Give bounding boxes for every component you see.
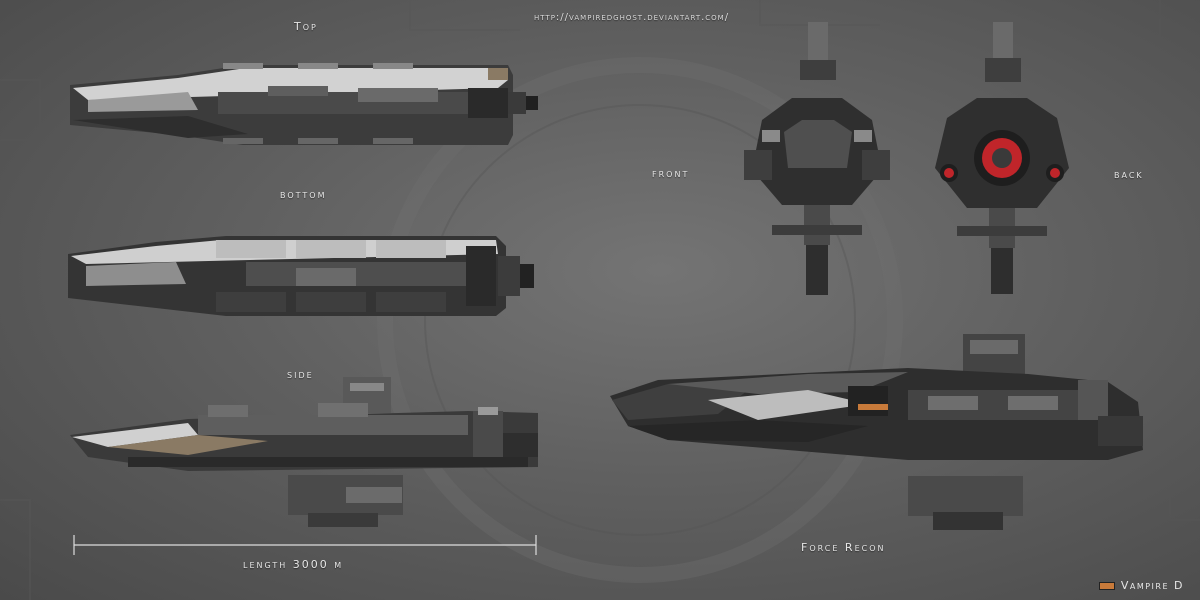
author-signature: Vampire D bbox=[1098, 579, 1184, 592]
ship-bottom-view bbox=[68, 236, 534, 316]
ship-perspective-view bbox=[610, 334, 1143, 530]
ship-front-view bbox=[744, 22, 890, 295]
label-ship-name: Force Recon bbox=[801, 541, 886, 554]
label-top-view: Top bbox=[294, 20, 318, 33]
author-name: Vampire D bbox=[1120, 579, 1184, 592]
ship-top-view bbox=[70, 63, 538, 145]
length-label: length 3000 m bbox=[243, 558, 344, 571]
label-bottom-view: bottom bbox=[280, 188, 327, 201]
length-scale-bar bbox=[73, 535, 537, 555]
label-back-view: back bbox=[1114, 168, 1144, 181]
signature-logo-icon bbox=[1098, 581, 1115, 590]
label-front-view: front bbox=[652, 167, 690, 180]
ship-side-view bbox=[70, 377, 538, 527]
source-url[interactable]: http://vampiredghost.deviantart.com/ bbox=[534, 12, 730, 23]
label-side-view: side bbox=[287, 368, 314, 381]
ship-back-view bbox=[935, 22, 1069, 294]
